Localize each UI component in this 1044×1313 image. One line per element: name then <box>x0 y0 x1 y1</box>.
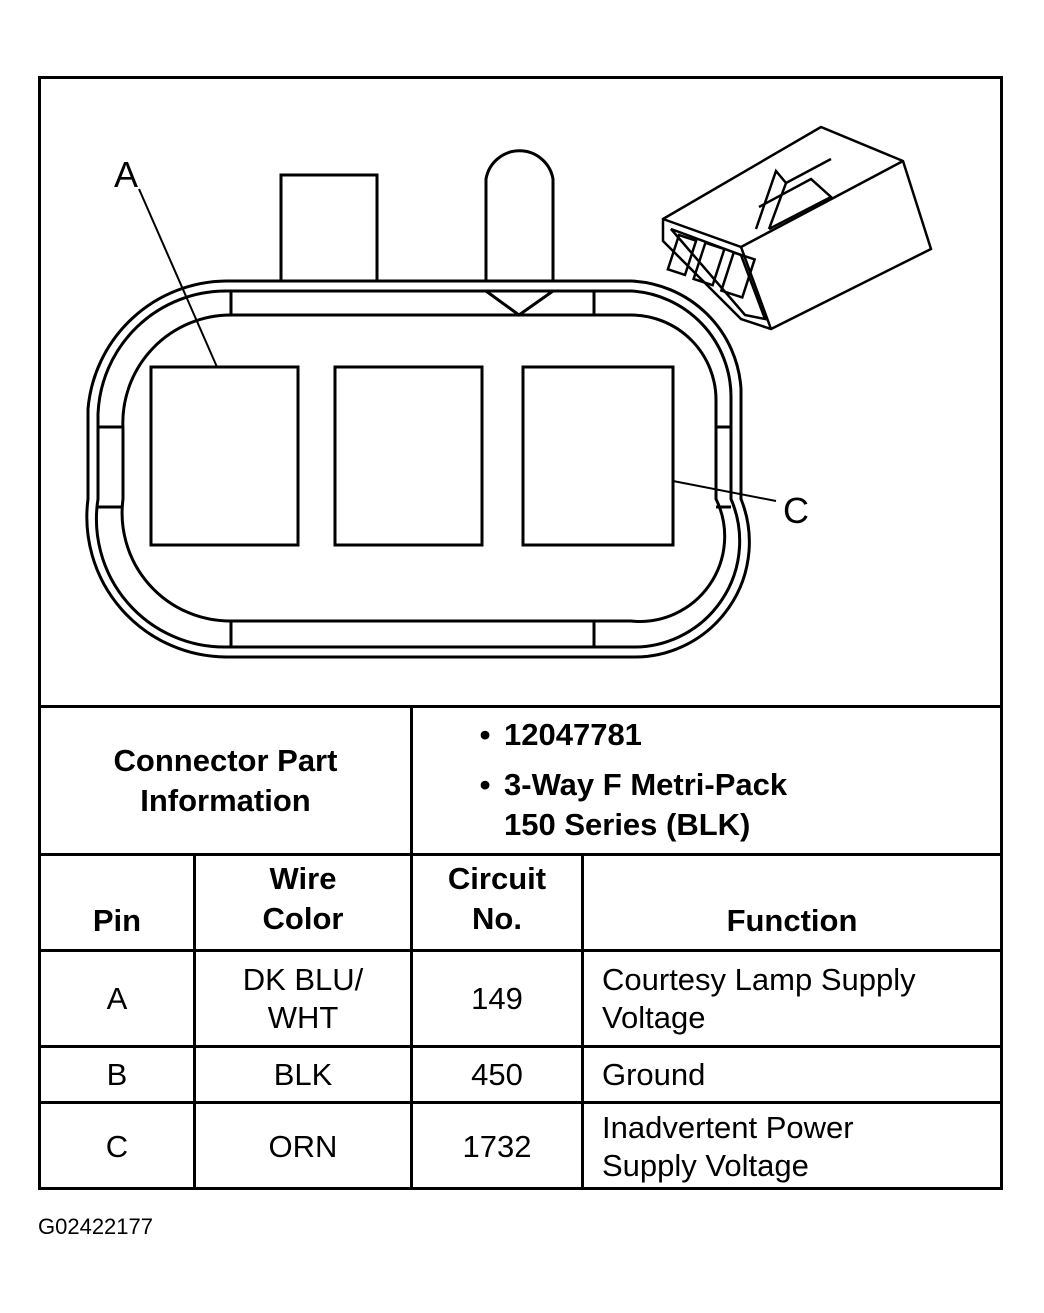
connector-description-1: 3-Way F Metri-Pack <box>504 767 788 802</box>
header-wire-color: Wire Color <box>262 860 344 936</box>
housing-inner <box>120 313 727 623</box>
leader-a <box>138 188 218 368</box>
leader-c <box>672 480 777 502</box>
table-row-c-circuit: 1732 <box>462 1128 532 1164</box>
table-row-c-wire: ORN <box>268 1128 338 1164</box>
callout-c-label: C <box>783 490 809 531</box>
divider-col-3 <box>581 853 584 1189</box>
divider-row-b <box>41 1045 1000 1048</box>
housing-outer-2 <box>94 289 742 649</box>
divider-info-col <box>410 705 413 855</box>
table-row-a-pin: A <box>106 980 128 1016</box>
divider-row-c <box>41 1101 1000 1104</box>
table-row-c-pin: C <box>105 1128 129 1164</box>
figure-id: G02422177 <box>38 1214 153 1239</box>
table-row-a-circuit: 149 <box>471 980 523 1016</box>
divider-top <box>41 705 1000 708</box>
divider-col-2 <box>410 853 413 1189</box>
table-row-b-pin: B <box>106 1056 128 1092</box>
diagram-frame: A C Connector Part Information • 12047781… <box>38 76 1003 1190</box>
connector-face-diagram: A C <box>85 125 933 659</box>
cavity-b <box>333 365 484 547</box>
bullet: • <box>479 717 491 752</box>
lock-tab <box>279 173 379 281</box>
part-number: 12047781 <box>504 717 642 752</box>
header-function: Function <box>726 903 858 938</box>
table-row-b-function: Ground <box>602 1056 706 1092</box>
bullet: • <box>479 767 491 802</box>
table-row-b-circuit: 450 <box>471 1056 523 1092</box>
cavity-c <box>521 365 675 547</box>
table-row-a-wire: DK BLU/WHT <box>242 961 364 1035</box>
callout-a-label: A <box>114 154 138 195</box>
connector-info-label: Connector Part Information <box>113 742 338 818</box>
header-circuit-no: Circuit No. <box>447 860 547 936</box>
connector-iso-illustration <box>661 125 933 331</box>
cavity-a <box>149 365 300 547</box>
divider-row-a <box>41 949 1000 952</box>
connector-info-values: • 12047781 • 3-Way F Metri-Pack 150 Series… <box>466 715 996 853</box>
divider-header <box>41 853 1000 856</box>
connector-description-2: 150 Series (BLK) <box>504 807 751 842</box>
key-tab <box>484 149 555 281</box>
housing-outer <box>85 279 751 659</box>
divider-col-1 <box>193 853 196 1189</box>
header-pin: Pin <box>92 903 142 938</box>
table-row-b-wire: BLK <box>273 1056 333 1092</box>
